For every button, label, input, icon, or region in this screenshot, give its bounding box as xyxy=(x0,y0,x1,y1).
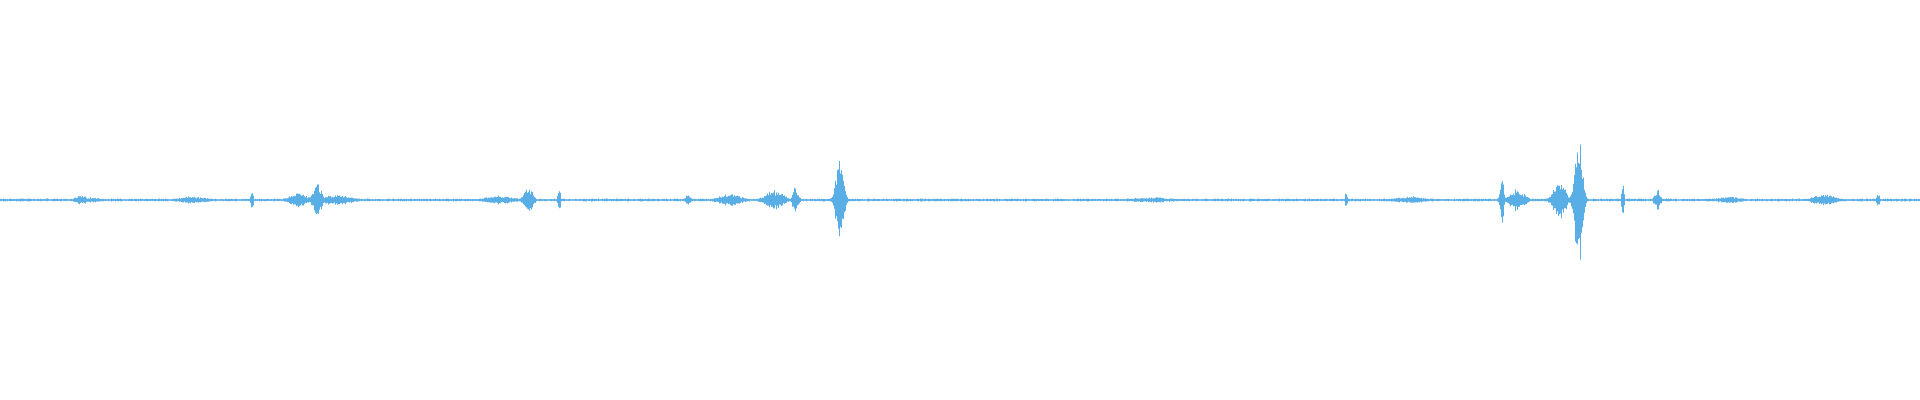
waveform-trace xyxy=(0,144,1920,260)
